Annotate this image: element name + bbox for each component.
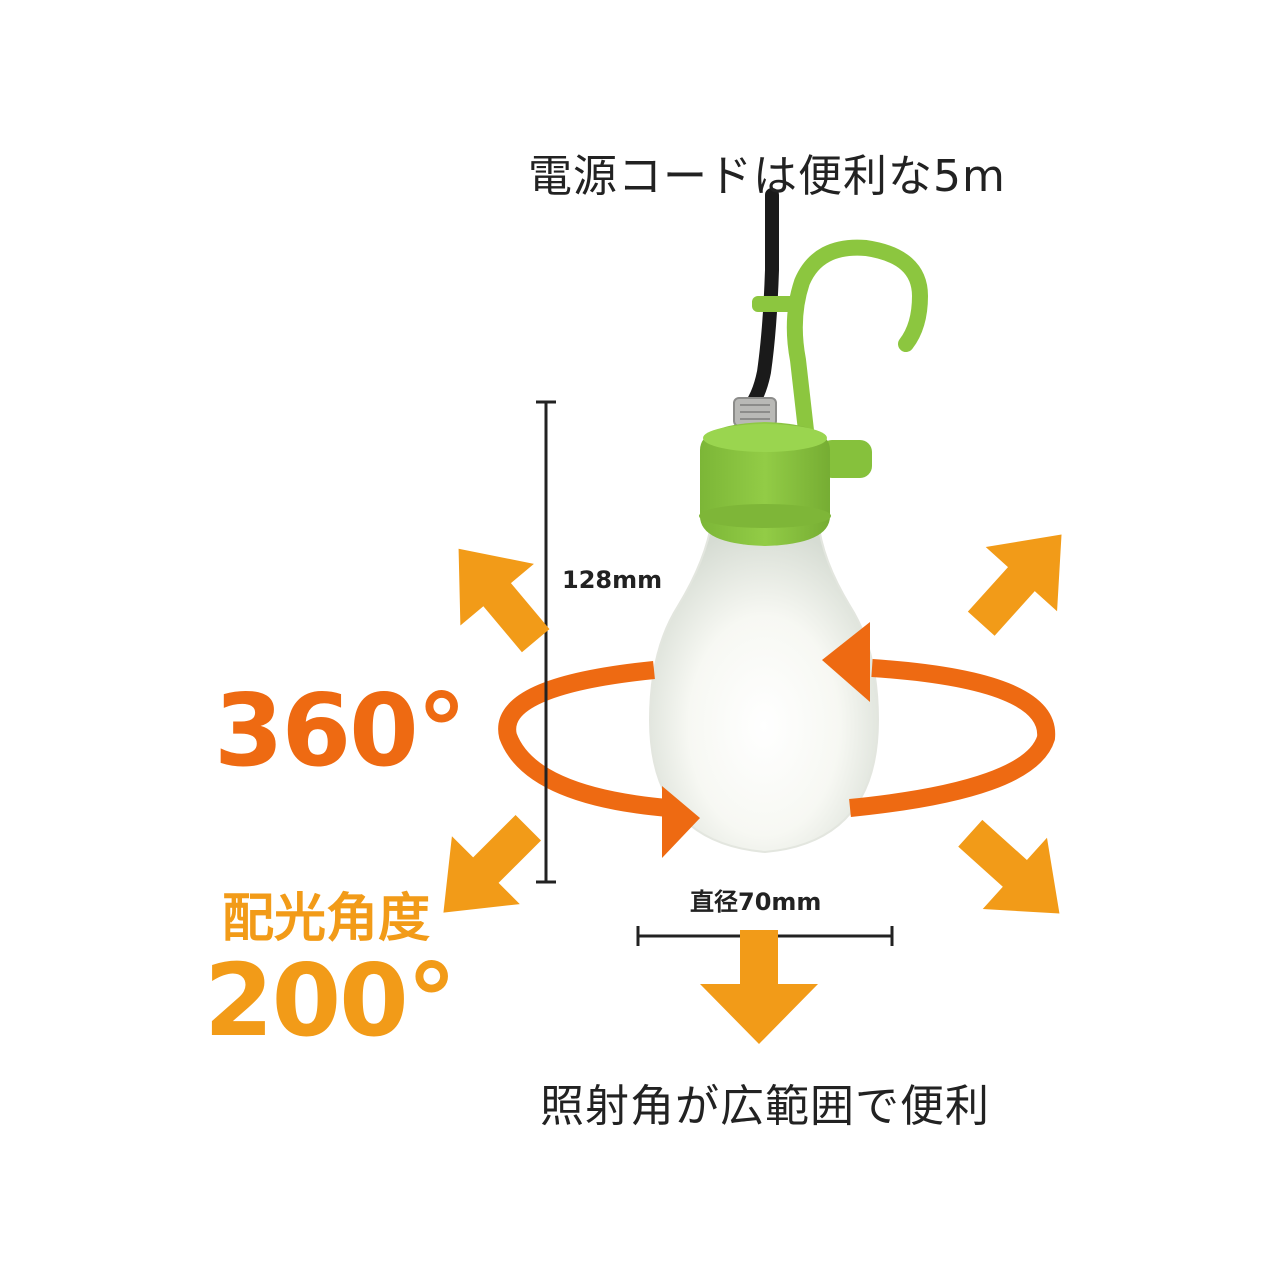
height-dimension <box>536 400 556 884</box>
light-bulb-icon <box>648 519 880 854</box>
direction-arrow-icon <box>967 534 1062 636</box>
cord-length-label: 電源コードは便利な5m <box>528 151 1006 202</box>
direction-arrow-icon <box>443 814 542 913</box>
direction-arrow-icon <box>958 819 1060 914</box>
beam-angle-title: 配光角度 <box>222 889 431 949</box>
height-label: 128mm <box>562 566 663 594</box>
cable-gland <box>733 397 777 427</box>
diameter-label: 直径70mm <box>690 888 822 916</box>
direction-arrow-icon <box>458 548 550 653</box>
rotation-degree-label: 360° <box>214 672 467 789</box>
direction-arrow-icon <box>700 930 818 1044</box>
range-caption: 照射角が広範囲で便利 <box>540 1081 990 1132</box>
power-cord-icon <box>745 188 779 411</box>
rotation-arrow-icon <box>498 622 1056 858</box>
beam-angle-value: 200° <box>204 942 457 1059</box>
bulb-socket <box>699 422 831 546</box>
